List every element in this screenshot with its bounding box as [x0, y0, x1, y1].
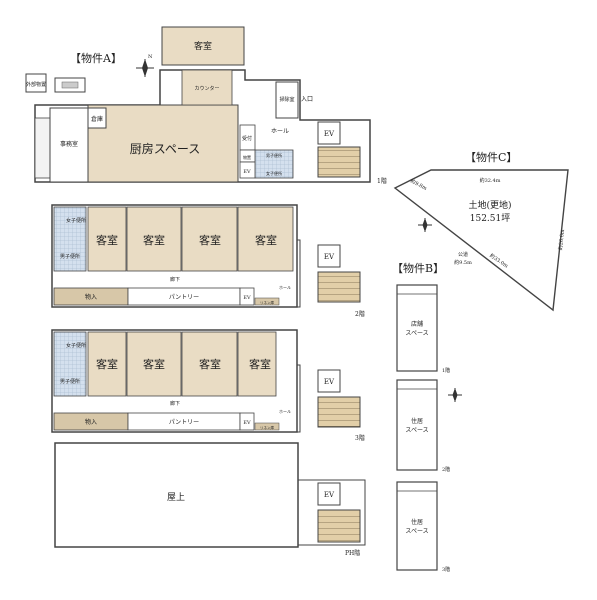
a2-linen-label: リネン庫 [260, 300, 274, 305]
a1-ev-small-label: EV [243, 169, 251, 175]
a1-womens-wc-label: 女子便所 [266, 170, 282, 176]
a3-storage-label: 物入 [85, 418, 97, 426]
a2-hall-label: ホール [279, 285, 291, 290]
a2-pantry-label: パントリー [169, 294, 199, 301]
roof-floor-label: PH階 [345, 549, 360, 557]
a1-office-label: 事務室 [60, 140, 78, 148]
building-a-title: 【物件A】 [70, 51, 122, 65]
road-width: 約9.5m [454, 259, 472, 266]
a2-room-4-label: 客室 [255, 233, 277, 247]
b2-label-1: 住居 [411, 417, 423, 425]
building-a-floor1: 【物件A】 N 客室 外部物置 事務室 倉庫 倉庫 厨房スペース [25, 26, 387, 185]
a2-corridor-label: 廊下 [170, 276, 180, 283]
a3-room-3 [181, 331, 238, 397]
compass-icon-b [448, 388, 462, 402]
a3-room-2 [126, 331, 182, 397]
roof-label: 屋上 [167, 492, 185, 503]
land-top-edge: 約32.4m [480, 177, 501, 184]
land-label: 土地(更地) [468, 199, 511, 211]
land-parcel [393, 169, 569, 312]
a2-floor-label: 2階 [355, 310, 365, 318]
a3-floor-label: 3階 [355, 434, 365, 442]
a3-room-3-label: 客室 [199, 357, 221, 371]
a2-room-2 [126, 206, 182, 272]
a2-storage-label: 物入 [85, 293, 97, 301]
a3-room-1 [87, 331, 127, 397]
b1-label-2: スペース [405, 330, 428, 337]
building-a-floor3: 女子便所 男子便所 客室 客室 客室 客室 廊下 物入 パントリー EV リネン… [51, 329, 365, 442]
a2-womens-wc-label: 女子便所 [66, 217, 86, 224]
a1-reception-label: 受付 [242, 135, 252, 142]
a3-ev-small-label: EV [243, 420, 251, 426]
a3-room-2-label: 客室 [143, 357, 165, 371]
a2-mens-wc-label: 男子便所 [60, 253, 80, 260]
land-right-edge: 約26.6m [557, 229, 566, 251]
a1-shed-label: 物置 [243, 154, 251, 160]
svg-text:N: N [148, 54, 153, 60]
a1-mens-wc-label: 男子便所 [266, 152, 282, 158]
a2-ev-label: EV [324, 253, 335, 261]
compass-icon-c [418, 218, 432, 232]
a2-room-2-label: 客室 [143, 233, 165, 247]
b2-floor-label: 2階 [442, 466, 450, 473]
a1-kitchen-label: 厨房スペース [130, 141, 201, 156]
a2-ev-small-label: EV [243, 295, 251, 301]
a3-corridor-label: 廊下 [170, 400, 180, 407]
compass-icon: N [136, 54, 154, 77]
a1-ev-label: EV [324, 130, 335, 138]
a3-womens-wc-label: 女子便所 [66, 342, 86, 349]
a1-storage-label-2: 倉庫 [91, 115, 103, 123]
building-c-title: 【物件C】 [465, 150, 517, 164]
a1-cleaning-label: 掃除室 [279, 96, 294, 103]
building-b-title: 【物件B】 [392, 261, 444, 275]
a1-entrance-label: 入口 [301, 96, 313, 103]
b3-label-2: スペース [405, 528, 428, 535]
road-label: 公道 [458, 251, 468, 258]
a3-mens-wc-label: 男子便所 [60, 378, 80, 385]
a1-floor-label: 1階 [377, 177, 387, 185]
b1-floor-label: 1階 [442, 367, 450, 374]
a3-pantry-label: パントリー [169, 419, 199, 426]
b3-label-1: 住居 [411, 518, 423, 526]
a2-room-3 [181, 206, 238, 272]
a3-linen-label: リネン庫 [260, 425, 274, 430]
a3-room-4-label: 客室 [249, 357, 271, 371]
building-a-roof: 屋上 EV PH階 [54, 442, 366, 557]
roof-ev-label: EV [324, 491, 335, 499]
a2-room-4 [237, 206, 294, 272]
a2-room-1-label: 客室 [96, 233, 118, 247]
b3-floor-label: 3階 [442, 566, 450, 573]
a3-room-4 [237, 331, 277, 397]
building-a-floor2: 女子便所 男子便所 客室 客室 客室 客室 廊下 物入 パントリー EV リネン… [51, 204, 365, 318]
a1-outbuilding-label: 外部物置 [26, 81, 46, 88]
building-b: 【物件B】 店舗 スペース 1階 住居 スペース 2階 住居 スペース 3階 [392, 261, 462, 573]
a2-room-3-label: 客室 [199, 233, 221, 247]
b2-label-2: スペース [405, 427, 428, 434]
a1-hall-label: ホール [271, 128, 289, 135]
land-area: 152.51坪 [470, 213, 511, 224]
a3-room-1-label: 客室 [96, 357, 118, 371]
b1-label-1: 店舗 [411, 320, 423, 328]
a3-hall-label: ホール [279, 409, 291, 414]
a1-counter-label: カウンター [194, 85, 219, 92]
a1-guest-room-label: 客室 [194, 40, 212, 52]
a2-room-1 [87, 206, 127, 272]
a3-ev-label: EV [324, 378, 335, 386]
